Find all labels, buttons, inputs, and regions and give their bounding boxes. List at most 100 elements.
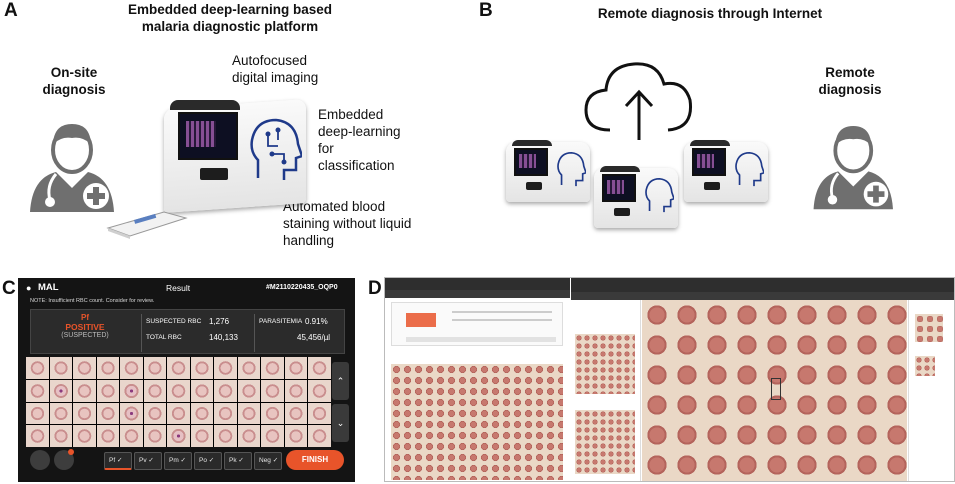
total-rbc-value: 140,133 bbox=[209, 333, 238, 342]
rbc-thumbnail[interactable] bbox=[96, 425, 120, 447]
rbc-thumbnail[interactable] bbox=[190, 357, 214, 379]
gallery-button[interactable] bbox=[30, 450, 50, 470]
rbc-thumbnail[interactable] bbox=[167, 379, 190, 402]
scroll-up-button[interactable]: ⌃ bbox=[332, 362, 349, 400]
device-screen bbox=[178, 112, 238, 160]
rbc-thumbnail[interactable] bbox=[308, 425, 331, 447]
panel-letter-b: B bbox=[479, 0, 493, 21]
caption-imaging-2: digital imaging bbox=[232, 70, 319, 85]
rbc-thumbnail[interactable] bbox=[26, 425, 49, 447]
rbc-thumbnail[interactable] bbox=[237, 402, 261, 425]
rbc-thumbnail[interactable] bbox=[73, 379, 96, 402]
parasitemia-label: PARASITEMIA bbox=[259, 318, 303, 325]
onsite-diagnosis-label: On-site diagnosis bbox=[24, 64, 124, 98]
rbc-thumbnail[interactable] bbox=[284, 357, 308, 379]
rbc-thumbnail[interactable] bbox=[167, 357, 190, 379]
device-center bbox=[594, 164, 678, 230]
rbc-thumbnail[interactable] bbox=[26, 357, 49, 379]
rbc-thumbnail[interactable] bbox=[96, 379, 120, 402]
rbc-thumbnail[interactable] bbox=[143, 425, 167, 447]
suspected-rbc-label: SUSPECTED RBC bbox=[146, 318, 202, 325]
screen-title: Result bbox=[166, 283, 191, 293]
result-summary: Pf POSITIVE (SUSPECTED) SUSPECTED RBC 1,… bbox=[30, 309, 345, 354]
rbc-thumbnail[interactable] bbox=[190, 402, 214, 425]
parasitemia-pct: 0.91% bbox=[305, 317, 328, 326]
rbc-thumbnail[interactable] bbox=[237, 425, 261, 447]
filter-neg[interactable]: Neg ✓ bbox=[254, 452, 282, 470]
rbc-thumbnail[interactable] bbox=[261, 425, 284, 447]
rbc-thumbnail[interactable] bbox=[96, 402, 120, 425]
web-result-card bbox=[391, 302, 563, 346]
rbc-thumbnail[interactable] bbox=[49, 425, 73, 447]
rbc-thumbnail[interactable] bbox=[261, 357, 284, 379]
selection-box[interactable] bbox=[771, 378, 781, 400]
web-tabbar-right bbox=[571, 292, 954, 300]
rbc-thumbnail[interactable] bbox=[143, 357, 167, 379]
rbc-thumbnail[interactable] bbox=[167, 402, 190, 425]
rbc-thumbnail[interactable] bbox=[308, 379, 331, 402]
rbc-thumbnail[interactable] bbox=[73, 357, 96, 379]
rbc-thumbnail[interactable] bbox=[143, 379, 167, 402]
rbc-thumbnail[interactable] bbox=[284, 425, 308, 447]
scroll-down-button[interactable]: ⌄ bbox=[332, 404, 349, 442]
print-button[interactable] bbox=[54, 449, 74, 470]
web-viewer bbox=[384, 277, 955, 482]
rbc-thumbnail[interactable] bbox=[73, 402, 96, 425]
rbc-thumbnail[interactable] bbox=[284, 402, 308, 425]
rbc-thumbnail[interactable] bbox=[261, 402, 284, 425]
rbc-thumbnail[interactable] bbox=[26, 402, 49, 425]
remote-line2: diagnosis bbox=[818, 82, 882, 97]
rbc-thumbnail[interactable] bbox=[73, 425, 96, 447]
result-screen: ● MAL Result #M2110220435_OQP0 NOTE: Ins… bbox=[18, 278, 355, 482]
rbc-thumbnail[interactable] bbox=[214, 402, 237, 425]
finish-button[interactable]: FINISH bbox=[286, 450, 344, 470]
rbc-thumbnail[interactable] bbox=[214, 379, 237, 402]
divider bbox=[254, 314, 255, 352]
rbc-thumbnail[interactable] bbox=[308, 402, 331, 425]
onsite-line2: diagnosis bbox=[42, 82, 106, 97]
rbc-thumbnail[interactable] bbox=[120, 425, 143, 447]
caption-stain-3: handling bbox=[283, 233, 335, 248]
drop-icon: ● bbox=[26, 283, 32, 293]
caption-dl-2: deep-learning bbox=[318, 124, 401, 139]
parasitemia-count: 45,456/µl bbox=[297, 333, 331, 342]
web-tabbar-left bbox=[385, 290, 570, 298]
panel-a-title: Embedded deep-learning based malaria dia… bbox=[100, 1, 360, 35]
panel-letter-a: A bbox=[4, 0, 18, 21]
rbc-thumbnail[interactable] bbox=[26, 379, 49, 402]
filter-pm[interactable]: Pm ✓ bbox=[164, 452, 192, 470]
rbc-thumbnail[interactable] bbox=[49, 402, 73, 425]
filter-pk[interactable]: Pk ✓ bbox=[224, 452, 252, 470]
smear-viewer-image[interactable] bbox=[642, 300, 907, 481]
rbc-image-grid bbox=[26, 357, 331, 447]
filter-po[interactable]: Po ✓ bbox=[194, 452, 222, 470]
rbc-thumbnail[interactable] bbox=[120, 379, 143, 402]
rbc-thumbnail[interactable] bbox=[120, 402, 143, 425]
info-thumbnail bbox=[915, 356, 935, 376]
rbc-thumbnail[interactable] bbox=[214, 357, 237, 379]
rbc-thumbnail[interactable] bbox=[49, 357, 73, 379]
caption-imaging: Autofocused digital imaging bbox=[232, 52, 318, 86]
rbc-thumbnail[interactable] bbox=[49, 379, 73, 402]
rbc-thumbnail[interactable] bbox=[120, 357, 143, 379]
rbc-thumbnail[interactable] bbox=[190, 425, 214, 447]
caption-dl-3: for bbox=[318, 141, 334, 156]
diagnostic-device bbox=[160, 96, 310, 213]
sample-id: #M2110220435_OQP0 bbox=[266, 284, 338, 291]
rbc-thumbnail[interactable] bbox=[237, 357, 261, 379]
web-info-panel bbox=[908, 300, 954, 481]
device-slot bbox=[200, 168, 228, 180]
rbc-thumbnail[interactable] bbox=[143, 402, 167, 425]
filter-pf[interactable]: Pf ✓ bbox=[104, 452, 132, 470]
rbc-thumbnail[interactable] bbox=[190, 379, 214, 402]
rbc-thumbnail[interactable] bbox=[96, 357, 120, 379]
rbc-thumbnail[interactable] bbox=[214, 425, 237, 447]
device-left bbox=[506, 138, 590, 204]
rbc-thumbnail[interactable] bbox=[237, 379, 261, 402]
rbc-thumbnail[interactable] bbox=[284, 379, 308, 402]
rbc-thumbnail[interactable] bbox=[308, 357, 331, 379]
rbc-thumbnail[interactable] bbox=[261, 379, 284, 402]
filter-pv[interactable]: Pv ✓ bbox=[134, 452, 162, 470]
status-sub: (SUSPECTED) bbox=[61, 332, 109, 339]
rbc-thumbnail[interactable] bbox=[167, 425, 190, 447]
